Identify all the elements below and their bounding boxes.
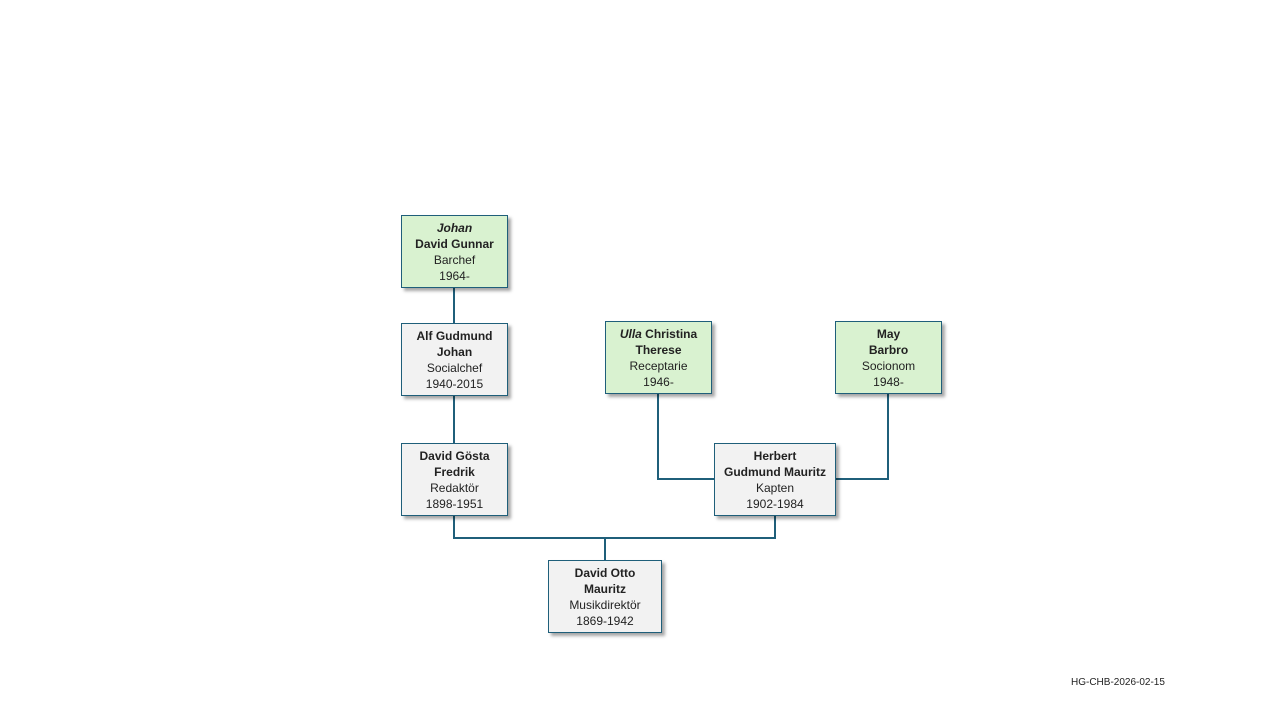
person-box-may[interactable]: May Barbro Socionom 1948- xyxy=(835,321,942,394)
person-name-line1: David Gösta xyxy=(419,448,490,463)
person-years: 1964- xyxy=(439,268,470,283)
person-years: 1902-1984 xyxy=(746,496,804,511)
person-name-line2: Mauritz xyxy=(584,581,626,596)
person-name-line1: Herbert xyxy=(753,448,797,463)
person-name-line2: Therese xyxy=(635,342,682,357)
person-title: Musikdirektör xyxy=(569,597,641,612)
person-title: Kapten xyxy=(755,480,795,495)
person-name-line2: David Gunnar xyxy=(415,236,494,251)
connector-david-gosta-down xyxy=(453,516,455,539)
person-name-line2: Barbro xyxy=(868,342,909,357)
person-title: Receptarie xyxy=(629,358,688,373)
person-years: 1940-2015 xyxy=(425,376,484,391)
person-name-line2: Fredrik xyxy=(434,464,475,479)
connector-may-vertical xyxy=(887,394,889,480)
person-years: 1898-1951 xyxy=(425,496,484,511)
connector-siblings-horizontal xyxy=(453,537,776,539)
person-title: Socionom xyxy=(861,358,916,373)
person-name-line2: Johan xyxy=(436,344,473,359)
connector-ulla-vertical xyxy=(657,394,659,480)
person-years: 1869-1942 xyxy=(576,613,634,628)
person-years: 1948- xyxy=(873,374,904,389)
person-name-italic: Ulla xyxy=(619,326,642,341)
person-title: Barchef xyxy=(433,252,476,267)
person-box-herbert[interactable]: Herbert Gudmund Mauritz Kapten 1902-1984 xyxy=(714,443,836,516)
person-box-ulla[interactable]: Ulla Christina Therese Receptarie 1946- xyxy=(605,321,712,394)
person-name-line2: Gudmund Mauritz xyxy=(724,464,826,479)
connector-herbert-down xyxy=(774,516,776,539)
connector-ulla-herbert xyxy=(657,478,714,480)
footer-reference: HG-CHB-2026-02-15 xyxy=(1071,677,1165,688)
person-name-line1: Alf Gudmund xyxy=(416,328,493,343)
person-name-line1: David Otto xyxy=(574,565,636,580)
connector-alf-david-gosta xyxy=(453,396,455,443)
connector-herbert-may xyxy=(835,478,889,480)
person-name-line1: Christina xyxy=(641,326,698,341)
person-box-johan[interactable]: Johan David Gunnar Barchef 1964- xyxy=(401,215,508,288)
person-box-alf[interactable]: Alf Gudmund Johan Socialchef 1940-2015 xyxy=(401,323,508,396)
person-name-line1: May xyxy=(876,326,901,341)
person-title: Redaktör xyxy=(430,480,479,495)
person-box-david-otto[interactable]: David Otto Mauritz Musikdirektör 1869-19… xyxy=(548,560,662,633)
person-years: 1946- xyxy=(643,374,674,389)
connector-johan-alf xyxy=(453,288,455,323)
person-box-david-gosta[interactable]: David Gösta Fredrik Redaktör 1898-1951 xyxy=(401,443,508,516)
person-name-italic: Johan xyxy=(436,220,473,235)
person-title: Socialchef xyxy=(426,360,483,375)
connector-david-otto-up xyxy=(604,537,606,560)
